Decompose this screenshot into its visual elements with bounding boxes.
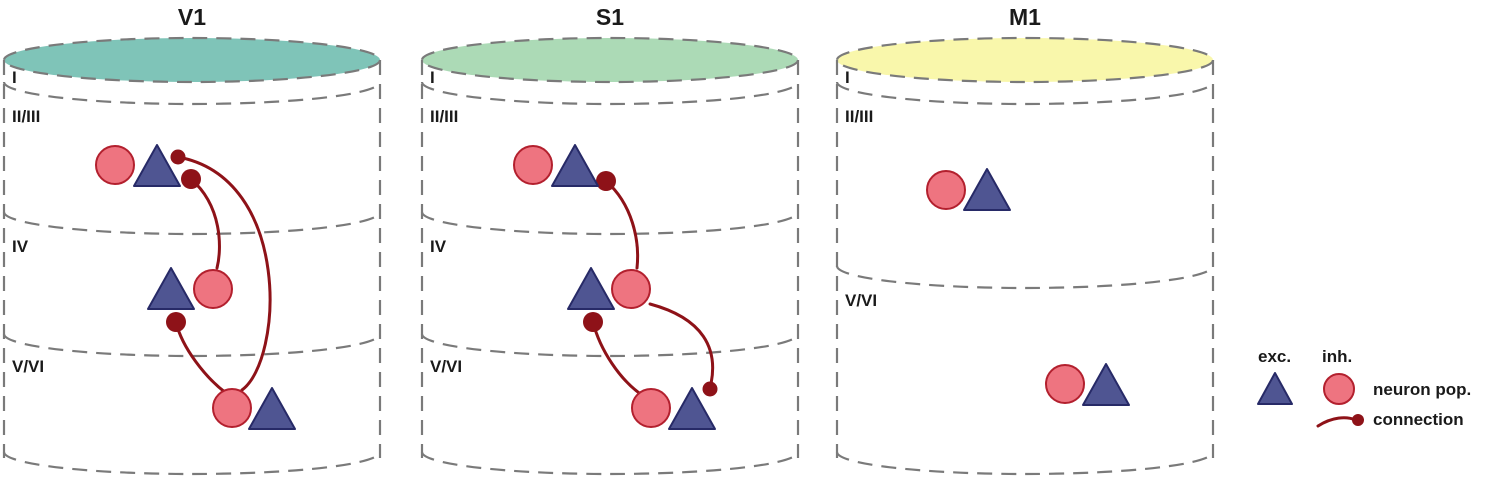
inhibitory-population-s1-l4: [611, 269, 651, 309]
connection-end-s1-1: [596, 171, 616, 191]
legend-neuron-pop-label: neuron pop.: [1373, 380, 1471, 399]
layer-boundary-s1-3: [420, 333, 800, 358]
excitatory-population-s1-l4: [567, 267, 615, 310]
inhibitory-population-s1-l56: [631, 388, 671, 428]
layer-boundary-m1-1: [835, 81, 1215, 106]
excitatory-population-s1-l23: [551, 144, 599, 187]
excitatory-population-v1-l56: [248, 387, 296, 430]
excitatory-population-s1-l56: [668, 387, 716, 430]
layer-boundary-s1-1: [420, 81, 800, 106]
layer-label-v1-i: I: [12, 68, 17, 87]
layer-label-s1-v-vi: V/VI: [430, 357, 462, 376]
connection-v1-l5-to-l4: [174, 320, 228, 395]
layer-label-v1-v-vi: V/VI: [12, 357, 44, 376]
inhibitory-population-v1-l4: [193, 269, 233, 309]
column-m1: M1 I II/III V/VI: [835, 4, 1215, 476]
legend-exc-label: exc.: [1258, 347, 1291, 366]
layer-label-v1-iv: IV: [12, 237, 29, 256]
connection-end-s1-2: [702, 381, 718, 397]
inhibitory-population-m1-l56: [1045, 364, 1085, 404]
excitatory-population-m1-l56: [1082, 363, 1130, 406]
connection-v1-l5-to-l23-long: [176, 155, 272, 392]
column-top-v1: [2, 36, 382, 84]
legend-connection-label: connection: [1373, 410, 1464, 429]
connection-s1-l4-to-l23: [604, 179, 640, 270]
connection-end-s1-3: [583, 312, 603, 332]
excitatory-population-v1-l4: [147, 267, 195, 310]
legend-inh-label: inh.: [1322, 347, 1352, 366]
column-top-m1: [835, 36, 1215, 84]
connection-end-v1-3: [166, 312, 186, 332]
column-title-v1: V1: [178, 4, 206, 30]
connection-v1-l4-to-l23: [189, 177, 221, 270]
excitatory-population-v1-l23: [133, 144, 181, 187]
inhibitory-population-v1-l23: [95, 145, 135, 185]
column-top-s1: [420, 36, 800, 84]
layer-label-s1-i: I: [430, 68, 435, 87]
layer-boundary-v1-2: [2, 211, 382, 236]
layer-boundary-v1-3: [2, 333, 382, 358]
column-bottom-s1: [420, 451, 800, 476]
connection-s1-l4-to-l56: [648, 302, 715, 390]
column-bottom-m1: [835, 451, 1215, 476]
legend-connection-end: [1352, 414, 1364, 426]
layer-label-m1-ii-iii: II/III: [845, 107, 873, 126]
layer-label-v1-ii-iii: II/III: [12, 107, 40, 126]
excitatory-population-m1-l23: [963, 168, 1011, 211]
inhibitory-population-s1-l23: [513, 145, 553, 185]
column-bottom-v1: [2, 451, 382, 476]
layer-boundary-v1-1: [2, 81, 382, 106]
column-v1: V1 I II/III IV V/VI: [2, 4, 382, 476]
connection-end-v1-1: [170, 149, 186, 165]
legend-inhibitory-icon: [1323, 373, 1355, 405]
layer-label-m1-i: I: [845, 68, 850, 87]
layer-label-m1-v-vi: V/VI: [845, 291, 877, 310]
layer-boundary-m1-2: [835, 265, 1215, 290]
connection-s1-l56-to-l4: [591, 320, 644, 397]
legend-excitatory-icon: [1257, 372, 1293, 405]
legend: exc. inh. neuron pop. connection: [1257, 347, 1471, 429]
connection-end-v1-2: [181, 169, 201, 189]
inhibitory-population-m1-l23: [926, 170, 966, 210]
column-title-s1: S1: [596, 4, 624, 30]
layer-label-s1-ii-iii: II/III: [430, 107, 458, 126]
column-s1: S1 I II/III IV V/VI: [420, 4, 800, 476]
legend-connection-line: [1316, 416, 1358, 428]
layer-boundary-s1-2: [420, 211, 800, 236]
column-title-m1: M1: [1009, 4, 1041, 30]
inhibitory-population-v1-l56: [212, 388, 252, 428]
layer-label-s1-iv: IV: [430, 237, 447, 256]
